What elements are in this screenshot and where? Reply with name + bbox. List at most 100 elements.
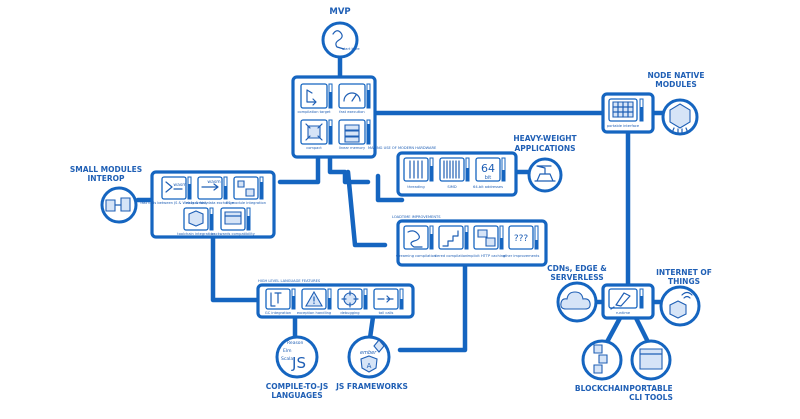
blockchain-label: BLOCKCHAIN [575, 384, 629, 393]
item-label: portable interface [607, 124, 640, 128]
mvp-node[interactable]: start here [321, 21, 360, 59]
small-modules-label-line1: SMALL MODULES [70, 165, 142, 174]
bit-text: bit [485, 175, 492, 181]
browser-icon [224, 211, 242, 225]
wasm-text: wasm [173, 183, 186, 188]
loadtime-title: LOADTIME IMPROVEMENTS [392, 215, 441, 219]
high-level-title: HIGH LEVEL LANGUAGE FEATURES [258, 279, 321, 283]
memory-icon [344, 124, 360, 143]
streaming-compilation-tile [403, 225, 429, 250]
item-label: fast execution [339, 110, 364, 114]
heavy-weight-icon [527, 157, 563, 193]
exchange-icon [201, 183, 219, 191]
stream-icon [407, 230, 423, 248]
module-icon [237, 180, 255, 197]
angular-icon [360, 355, 378, 373]
reason-text: Reason [287, 340, 304, 346]
ember-text: ember [360, 350, 377, 356]
heavy-weight-label-line2: APPLICATIONS [514, 144, 575, 153]
portable-cli-label-line1: PORTABLE [629, 384, 672, 393]
compile-to-js-node[interactable]: JS Reason Elm Scala [275, 335, 319, 379]
item-label: SIMD [447, 185, 456, 189]
internet-of-things-node[interactable] [659, 285, 701, 327]
speedometer-icon [343, 92, 361, 102]
heavy-weight-label-line1: HEAVY-WEIGHT [513, 134, 577, 143]
runtime-box[interactable]: runtime [601, 283, 655, 320]
item-label: toolchain integration [177, 232, 214, 236]
cdns-edge-serverless-node[interactable] [556, 281, 598, 323]
simd-tile [439, 157, 465, 182]
small-modules-label-line2: INTEROP [88, 174, 125, 183]
node-native-label-line2: MODULES [655, 80, 696, 89]
threading-tile [403, 157, 429, 182]
scala-text: Scala [281, 356, 293, 362]
item-label: 64-bit addresses [473, 185, 503, 189]
item-label: linear memory [339, 146, 366, 150]
box-icon [188, 210, 204, 227]
item-label: ES module integration [226, 201, 266, 205]
node-native-modules-node[interactable] [661, 98, 699, 136]
small-modules-box[interactable]: wasm wasm fast calls between JS & WebAss… [140, 170, 276, 239]
tail-calls-icon [377, 295, 394, 303]
start-here-text: start here [342, 47, 360, 51]
item-label: fast calls between JS & WebAssembly [140, 201, 208, 205]
mvp-box[interactable]: compilation target fast execution compac… [291, 75, 377, 159]
cloud-icon [560, 291, 591, 310]
cache-icon [477, 229, 496, 247]
device-icon [669, 300, 687, 319]
high-level-box[interactable]: GC integration exception handling debugg… [256, 283, 415, 319]
item-label: debugging [340, 311, 359, 315]
item-label: easy & fast data exchange [186, 201, 235, 205]
fast-calls-icon [165, 181, 183, 193]
loadtime-box[interactable]: ??? streaming compilation tiered compila… [396, 219, 548, 267]
item-label: tiered compilation [435, 254, 468, 258]
compile-to-js-label-line1: COMPILE-TO-JS [266, 382, 328, 391]
item-label: threading [407, 185, 424, 189]
modern-hardware-title: MAKING USE OF MODERN HARDWARE [368, 146, 437, 150]
data-exchange-tile [197, 176, 223, 200]
js-text: JS [291, 354, 306, 372]
item-label: streaming compilation [396, 254, 436, 258]
tail-calls-tile [373, 288, 399, 310]
rocket-icon [610, 292, 631, 310]
question-marks-text: ??? [514, 234, 529, 244]
portable-interface-box[interactable]: portable interface [601, 92, 655, 134]
item-label: tail calls [379, 311, 394, 315]
hexagon-icon [669, 103, 691, 129]
cdns-label-line2: SERVERLESS [550, 273, 603, 282]
tiers-icon [442, 230, 459, 247]
compile-to-js-label-line2: LANGUAGES [271, 391, 322, 400]
iot-label-line2: THINGS [668, 277, 700, 286]
small-modules-icon [100, 186, 138, 224]
fast-execution-tile [338, 83, 366, 109]
gc-icon [270, 292, 282, 307]
item-label: other improvements [503, 254, 540, 258]
vue-icon [373, 339, 385, 353]
tiered-compilation-tile [438, 225, 464, 250]
blocks-icon [593, 344, 608, 374]
terminal-icon [639, 348, 663, 370]
portable-cli-tools-node[interactable] [630, 339, 672, 381]
blockchain-node[interactable] [581, 339, 623, 381]
item-label: GC integration [265, 311, 291, 315]
item-label: backwards compatibility [211, 232, 256, 236]
cdns-label-line1: CDNs, EDGE & [547, 264, 607, 273]
angular-a-text: A [367, 362, 372, 370]
item-label: implicit HTTP caching [467, 254, 506, 258]
js-frameworks-label: JS FRAMEWORKS [335, 382, 408, 391]
portable-cli-label-line2: CLI TOOLS [629, 393, 673, 402]
modern-hardware-box[interactable]: 64 bit threading SIMD 64-bit addresses [396, 151, 518, 197]
js-frameworks-node[interactable]: ember A [347, 335, 391, 379]
simd-icon [443, 160, 460, 179]
squiggle-icon [332, 30, 345, 50]
other-improvements-tile [508, 225, 534, 250]
node-native-label-line1: NODE NATIVE [648, 71, 705, 80]
item-label: compilation target [297, 110, 331, 114]
item-label: compact [306, 146, 322, 150]
wasm-text: wasm [207, 180, 220, 185]
threads-icon [409, 160, 423, 179]
64-bit-tile [475, 157, 501, 182]
target-icon [306, 89, 317, 106]
